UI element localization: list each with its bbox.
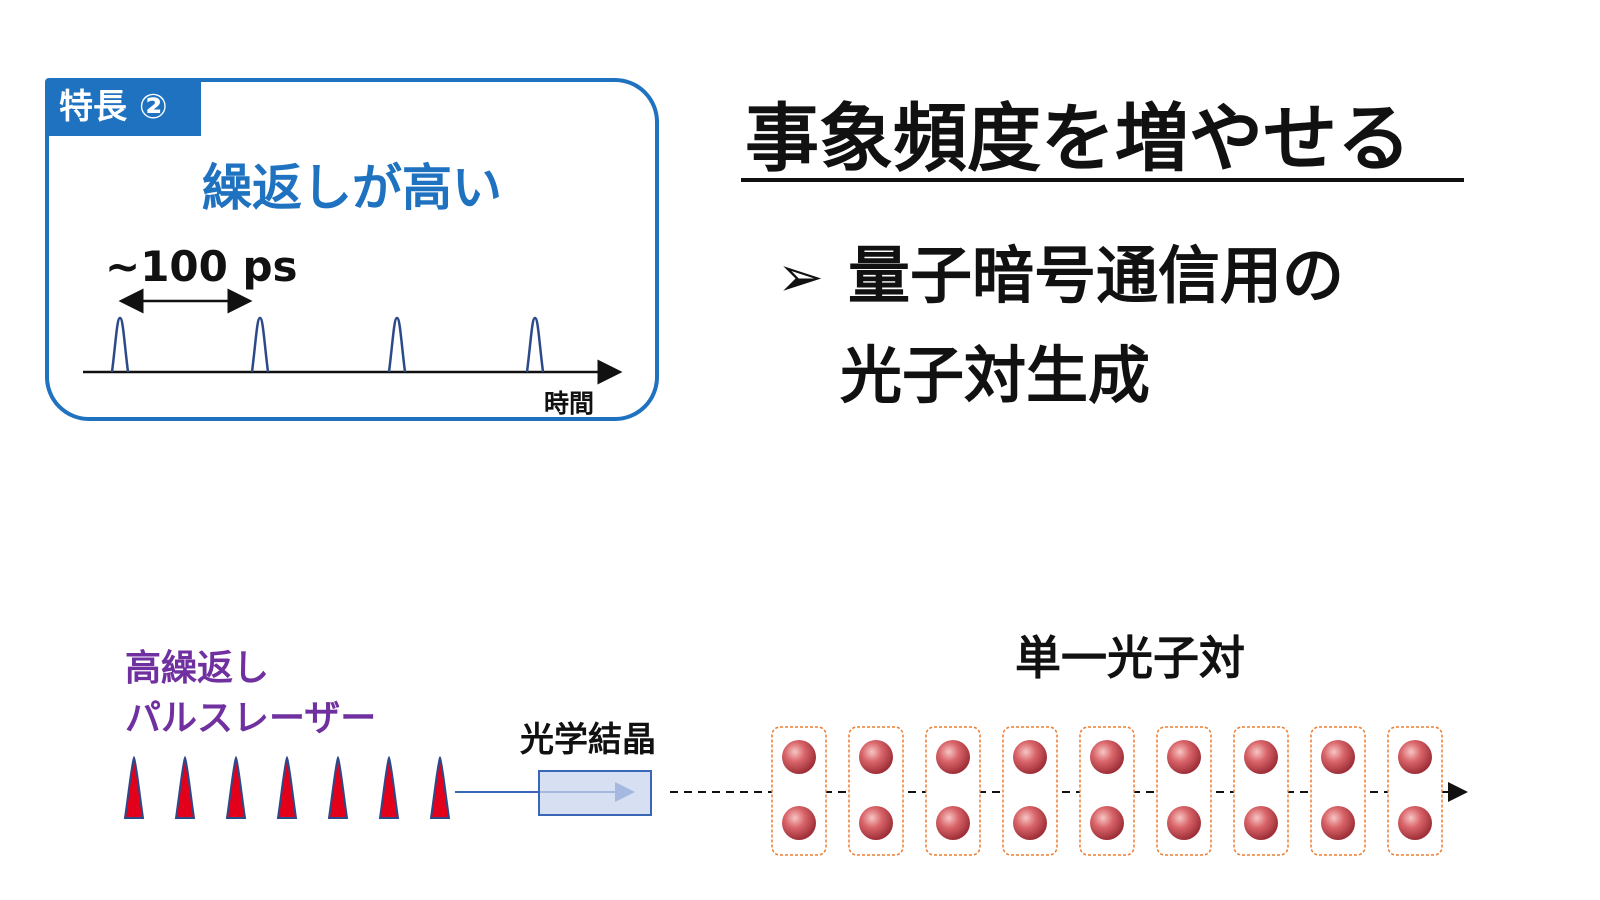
optical-crystal	[538, 770, 652, 816]
laser-pulse	[429, 755, 451, 819]
photon-pair	[848, 726, 904, 856]
pulse	[525, 316, 545, 373]
bullet-text-line1: 量子暗号通信用の	[848, 239, 1345, 312]
feature-tag: 特長 ②	[45, 78, 201, 136]
period-label: ~100 ps	[105, 242, 298, 291]
laser-label-line1: 高繰返し	[125, 648, 270, 689]
laser-pulse	[123, 755, 145, 819]
time-axis-label: 時間	[544, 389, 595, 418]
photon-pairs	[771, 726, 1443, 856]
photon-pair	[925, 726, 981, 856]
bullet-arrow-icon: ➢	[777, 245, 824, 310]
heading-underline	[741, 178, 1464, 182]
photon-pair	[1002, 726, 1058, 856]
photon-pair	[1387, 726, 1443, 856]
pulse-train	[110, 316, 545, 373]
laser-pulse	[174, 755, 196, 819]
feature-title: 繰返しが高い	[202, 159, 502, 217]
slide-heading: 事象頻度を増やせる	[745, 96, 1411, 182]
photon-pair	[1310, 726, 1366, 856]
pulse	[387, 316, 407, 373]
feature-box	[45, 78, 659, 421]
photon-pairs-label: 単一光子対	[1015, 631, 1245, 685]
photon-pair	[1233, 726, 1289, 856]
photon-pair	[771, 726, 827, 856]
crystal-label: 光学結晶	[520, 720, 656, 760]
laser-label: 高繰返し パルスレーザー	[125, 644, 376, 744]
pulse	[250, 316, 270, 373]
photon-pair	[1079, 726, 1135, 856]
laser-label-line2: パルスレーザー	[125, 698, 377, 739]
bullet-text-line2: 光子対生成	[840, 339, 1151, 412]
laser-pulse	[378, 755, 400, 819]
photon-pair	[1156, 726, 1212, 856]
laser-pulse	[225, 755, 247, 819]
pulse	[110, 316, 130, 373]
laser-pulses	[123, 755, 451, 819]
laser-pulse	[276, 755, 298, 819]
laser-pulse	[327, 755, 349, 819]
